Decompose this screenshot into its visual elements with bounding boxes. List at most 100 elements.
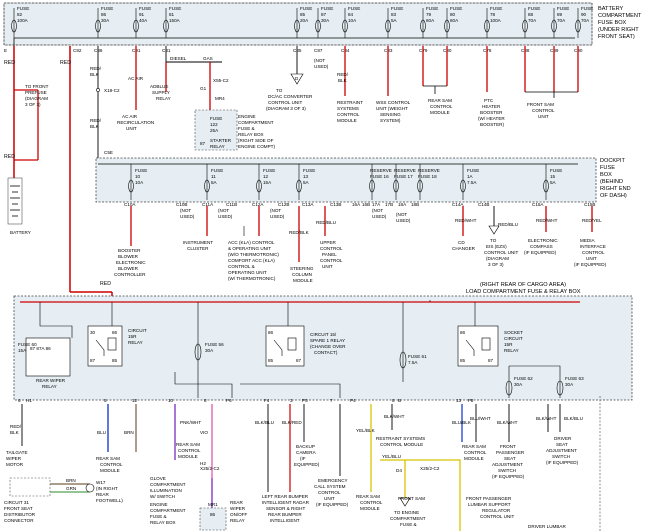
spare-pin86: 86 (268, 330, 274, 335)
restraint-load-2: CONTROL MODULE (380, 442, 423, 447)
instrument-1: INSTRUMENT (183, 240, 213, 245)
h2-label: H2 (200, 461, 206, 466)
circuit15r-relay-box (87, 325, 123, 367)
rear-sam-load-3: MODULE (100, 468, 120, 473)
dash-fuse-label: FUSE (135, 168, 147, 173)
prefuse-label-4: 3 OF 3) (25, 102, 41, 107)
eis-wire: RED/BLU (498, 222, 518, 227)
dash-fuse-amp: 5A (211, 180, 218, 185)
c10b-notused-1: (NOT (180, 208, 191, 213)
c11b-notused-2: USED) (218, 214, 233, 219)
engine2-1: TO ENGINE (394, 510, 419, 515)
dash-connector-label: C12A (252, 202, 264, 207)
dockpit-fuse-box: DOCKPIT FUSE BOX (BEHIND RIGHT END OF DA… (95, 157, 631, 207)
acc-4: COMFORT ACC (KLA) (228, 258, 275, 263)
emergency-4: UNIT (324, 496, 335, 501)
ptc-5: BOOSTER) (480, 122, 504, 127)
eis-4: (DIAGRAM (486, 256, 509, 261)
socket-relay-box (457, 325, 499, 367)
driver-seat-4: SWITCH (552, 454, 570, 459)
load-pin-label: B (398, 398, 401, 403)
c84-wire-2: BLK (338, 78, 348, 83)
fuse-icon (551, 19, 557, 33)
ptc-1: PTC (484, 98, 494, 103)
wiper-onoff-3: ON/OFF (230, 512, 248, 517)
driver-seat-2: SEAT (556, 442, 568, 447)
top-fuse-number: 86 (101, 12, 107, 17)
ac-air-label-2: RECIRCULATION (117, 120, 154, 125)
fuse-icon (575, 19, 581, 33)
engine-fuse-box-inset (194, 109, 238, 151)
cd-1: CD (458, 240, 465, 245)
w17-3: REAR (96, 492, 109, 497)
dash-fuse-amp: 15A (263, 180, 272, 185)
socket-pin85: 85 (460, 358, 466, 363)
load-pin-label: 12 (132, 398, 138, 403)
compass-3: (IF EQUIPPED) (524, 250, 557, 255)
eis-2: EIS (EZS) (486, 244, 507, 249)
fuse-icon (385, 19, 391, 33)
top-fuse-label: FUSE (391, 6, 403, 11)
fuse62-num: FUSE 62 (514, 376, 533, 381)
mr1-label: MR1 (208, 502, 218, 507)
restraint-load-1: RESTRAINT SYSTEMS (376, 436, 425, 441)
top-fuse-label: FUSE (300, 6, 312, 11)
blkwht-wire-2: BLK/WHT (497, 420, 518, 425)
w17-ground-icon (85, 483, 95, 493)
fuse-icon (522, 19, 528, 33)
upper-wire: RED/BLU (316, 220, 336, 225)
top-fuse-label: FUSE (557, 6, 569, 11)
spare-relay-box (265, 325, 305, 367)
top-fuse-label: FUSE (101, 6, 113, 11)
dash-fuse-group: FUSE1010AFUSE115AFUSE1215AFUSE135ARESERV… (128, 164, 562, 200)
dash-connector-label: 16B (362, 202, 370, 207)
battery-box-title-5: FRONT SEAT) (598, 34, 635, 40)
top-fuse-number: 81 (169, 12, 175, 17)
top-fuse-number: 88 (528, 12, 534, 17)
top-fuse-label: FUSE (426, 6, 438, 11)
lumbar-3: REGULATOR (482, 508, 511, 513)
dash-connector-label: C15B (584, 202, 596, 207)
booster-3: ELECTRONIC (116, 260, 146, 265)
rear-sam-load4-3: MODULE (464, 456, 484, 461)
battery-box-title-4: (UNDER RIGHT (598, 27, 639, 33)
socket-label-2: CIRCUIT (504, 336, 523, 341)
top-fuse-number: 89 (557, 12, 563, 17)
wss-4: SYSTEM) (380, 118, 401, 123)
vio-wire: VIO (200, 430, 208, 435)
front-sam-1: FRONT SAM (527, 102, 554, 107)
brn-wire-2: BRN (124, 430, 134, 435)
fuse-icon (420, 19, 426, 33)
dash-connector-label: C11B (226, 202, 237, 207)
r15-pin30: 30 (90, 330, 96, 335)
fuse-icon (128, 179, 134, 193)
upper-5: UNIT (322, 264, 333, 269)
battery-label: BATTERY (10, 230, 31, 235)
circle-d-label: D (295, 76, 299, 81)
acc-5: CONTROL & (228, 264, 255, 269)
top-fuse-amp: 10A (348, 18, 357, 23)
dcdc-1: TO (276, 88, 283, 93)
rear-sam-2: CONTROL (430, 104, 453, 109)
spare-pin87: 87 (296, 358, 302, 363)
w17-4: FOOTWELL) (96, 498, 123, 503)
cd-2: CHANGER (452, 246, 476, 251)
fuse63-amp: 30A (565, 382, 574, 387)
c12b-notused-2: USED) (270, 214, 285, 219)
top-fuse-number: 91 (139, 12, 145, 17)
yelblk-wire: YEL/BLK (356, 428, 376, 433)
steering-3: MODULE (293, 278, 313, 283)
d4-label: D4 (396, 468, 402, 473)
dash-fuse-number: 1A (467, 174, 474, 179)
backup-1: BACKUP (296, 444, 315, 449)
rear-sam-load2-3: MODULE (178, 454, 198, 459)
wiper-relay-1: REAR WIPER (36, 378, 66, 383)
fuse-icon (543, 179, 549, 193)
load-pin-label: F4 (264, 398, 270, 403)
front-sam-2: CONTROL (532, 108, 555, 113)
booster-4: BLOWER (118, 266, 139, 271)
top-fuse-label: FUSE (450, 6, 462, 11)
driver-lumbar: DRIVER LUMBAR (528, 524, 566, 529)
front-sam-load-1: FRONT SAM (398, 496, 425, 501)
